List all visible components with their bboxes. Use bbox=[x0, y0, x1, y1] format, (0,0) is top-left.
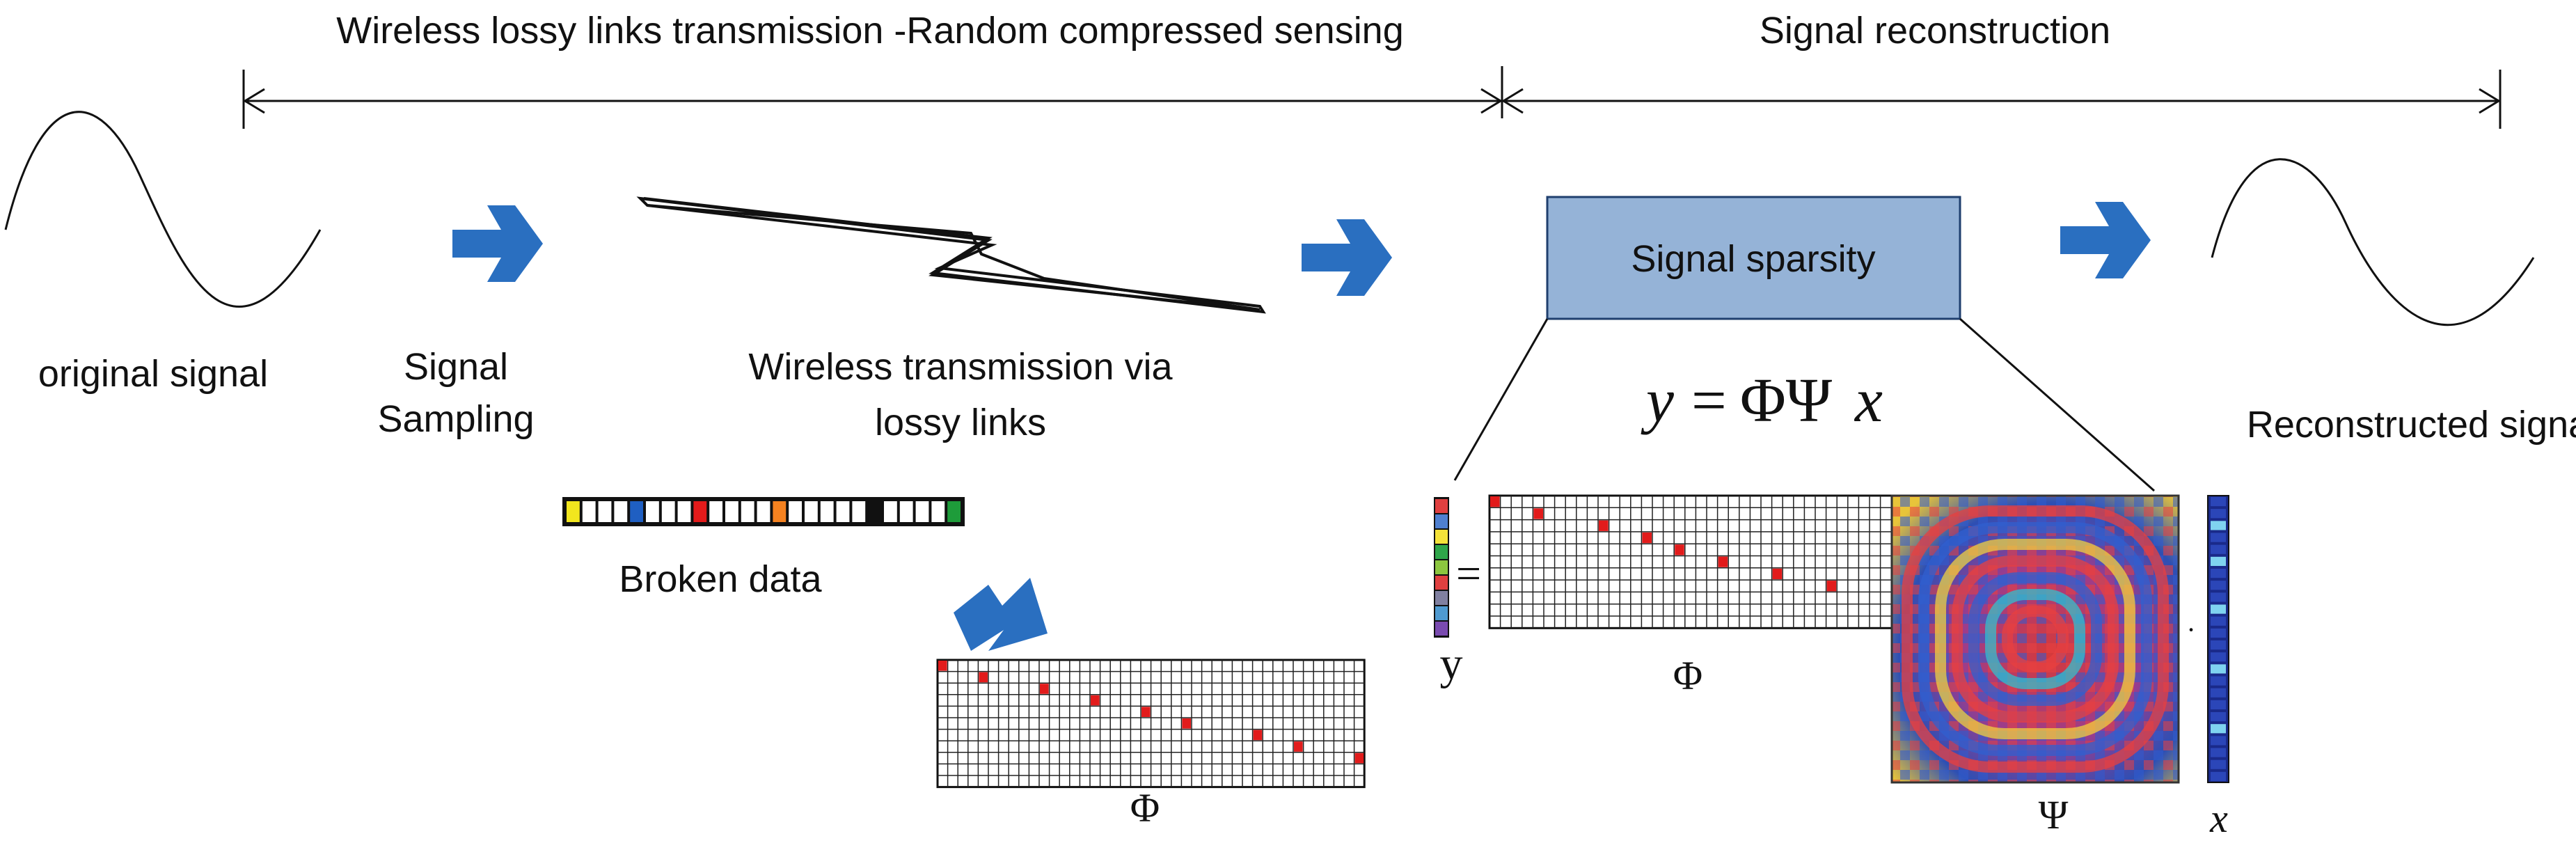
matrix-marker bbox=[1642, 532, 1652, 544]
original-signal-label: original signal bbox=[38, 353, 268, 395]
broken-data-cell bbox=[931, 501, 945, 522]
broken-data-cell bbox=[947, 501, 961, 522]
equation-equals: = bbox=[1691, 366, 1727, 435]
matrix-marker bbox=[1253, 730, 1263, 741]
broken-data-cell bbox=[598, 501, 612, 522]
wireless-transmission-label-1: Wireless transmission via bbox=[748, 346, 1173, 388]
matrix-marker bbox=[1182, 718, 1191, 729]
original-signal-wave bbox=[4, 111, 322, 308]
broken-data-cell bbox=[630, 501, 643, 522]
broken-data-cell bbox=[899, 501, 913, 522]
matrix-marker bbox=[1294, 741, 1303, 752]
equation: y = ΦΨ x bbox=[1641, 366, 1883, 435]
equals-sign: = bbox=[1456, 549, 1481, 598]
broken-data-cell bbox=[915, 501, 929, 522]
equation-x: x bbox=[1854, 366, 1883, 435]
broken-data-cell bbox=[852, 501, 866, 522]
broken-data-cell bbox=[709, 501, 722, 522]
multiply-dot: · bbox=[2186, 614, 2195, 645]
broken-data-cell bbox=[757, 501, 771, 522]
x-vector-label: x bbox=[2209, 796, 2228, 841]
matrix-marker bbox=[1533, 508, 1543, 519]
wireless-transmission-label-2: lossy links bbox=[875, 402, 1046, 443]
lightning-bolt-outline bbox=[643, 197, 1266, 314]
broken-data-cell bbox=[661, 501, 675, 522]
broken-data-cell bbox=[567, 501, 580, 522]
phi-right-label: Φ bbox=[1673, 653, 1702, 698]
matrix-marker bbox=[1354, 753, 1364, 764]
broken-data-cell bbox=[741, 501, 754, 522]
arrow-icon-2 bbox=[1302, 219, 1392, 296]
broken-data-cell bbox=[614, 501, 628, 522]
header-left-span-label: Wireless lossy links transmission -Rando… bbox=[336, 10, 1404, 52]
broken-data-cell bbox=[789, 501, 802, 522]
equation-phi-psi: ΦΨ bbox=[1740, 366, 1833, 435]
reconstructed-signal-label: Reconstructed signal bbox=[2247, 404, 2576, 446]
matrix-marker bbox=[1040, 684, 1049, 694]
y-vector bbox=[1434, 497, 1449, 638]
signal-sparsity-box bbox=[1546, 196, 1961, 320]
x-vector bbox=[2207, 495, 2229, 783]
header-span-lines bbox=[242, 66, 2502, 129]
broken-data-label: Broken data bbox=[619, 558, 822, 600]
psi-label: Ψ bbox=[2039, 792, 2069, 837]
psi-matrix bbox=[1890, 494, 2180, 784]
phi-matrix-bottom bbox=[936, 659, 1366, 789]
broken-data-cell bbox=[868, 501, 881, 522]
broken-data-cell bbox=[805, 501, 818, 522]
broken-data-cell bbox=[773, 501, 787, 522]
arrow-icon-3 bbox=[2060, 202, 2151, 278]
equation-y: y bbox=[1641, 366, 1674, 435]
lightning-bolt-icon bbox=[636, 196, 1261, 311]
broken-data-strip bbox=[562, 497, 965, 526]
matrix-marker bbox=[1599, 520, 1609, 531]
phi-matrix-right bbox=[1488, 494, 1904, 629]
matrix-marker bbox=[1772, 568, 1783, 580]
matrix-marker bbox=[1826, 581, 1837, 592]
matrix-marker bbox=[938, 661, 947, 671]
reconstructed-signal-wave bbox=[2211, 158, 2535, 326]
y-vector-label: y bbox=[1440, 638, 1463, 689]
phi-bottom-label: Φ bbox=[1130, 785, 1160, 830]
signal-sampling-label-1: Signal bbox=[404, 346, 508, 388]
broken-data-cell bbox=[646, 501, 659, 522]
matrix-marker bbox=[1141, 707, 1151, 717]
signal-sampling-label-2: Sampling bbox=[377, 398, 534, 440]
matrix-marker bbox=[979, 672, 988, 683]
signal-sparsity-label: Signal sparsity bbox=[1631, 238, 1875, 280]
broken-data-cell bbox=[884, 501, 897, 522]
matrix-marker bbox=[1490, 496, 1500, 507]
blue-arrows bbox=[452, 202, 2151, 651]
broken-data-cell bbox=[693, 501, 707, 522]
arrow-icon-4 bbox=[954, 578, 1048, 651]
matrix-marker bbox=[1675, 544, 1684, 556]
broken-data-cell bbox=[677, 501, 691, 522]
matrix-marker bbox=[1091, 695, 1100, 706]
sparsity-funnel-lines bbox=[1453, 317, 2155, 492]
arrow-icon-1 bbox=[452, 205, 543, 282]
broken-data-cell bbox=[725, 501, 738, 522]
broken-data-cell bbox=[836, 501, 850, 522]
matrix-marker bbox=[1718, 556, 1728, 567]
broken-data-cell bbox=[582, 501, 596, 522]
broken-data-cell bbox=[820, 501, 834, 522]
header-right-span-label: Signal reconstruction bbox=[1760, 10, 2110, 52]
